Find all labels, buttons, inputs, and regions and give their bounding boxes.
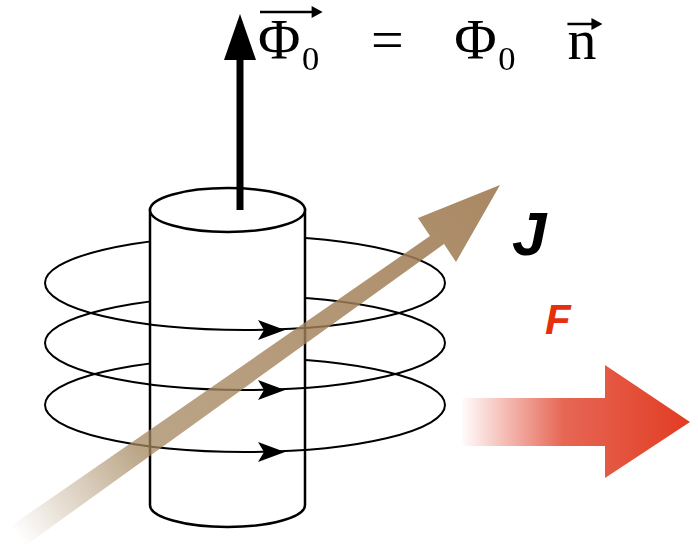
force-arrow bbox=[462, 365, 690, 478]
flux-arrow bbox=[224, 14, 256, 210]
current-density-arrow bbox=[8, 185, 500, 548]
flux-equation: Φ₀ = Φ₀ n bbox=[258, 6, 596, 73]
force-label: F bbox=[545, 296, 571, 344]
current-density-label: J bbox=[512, 198, 546, 269]
